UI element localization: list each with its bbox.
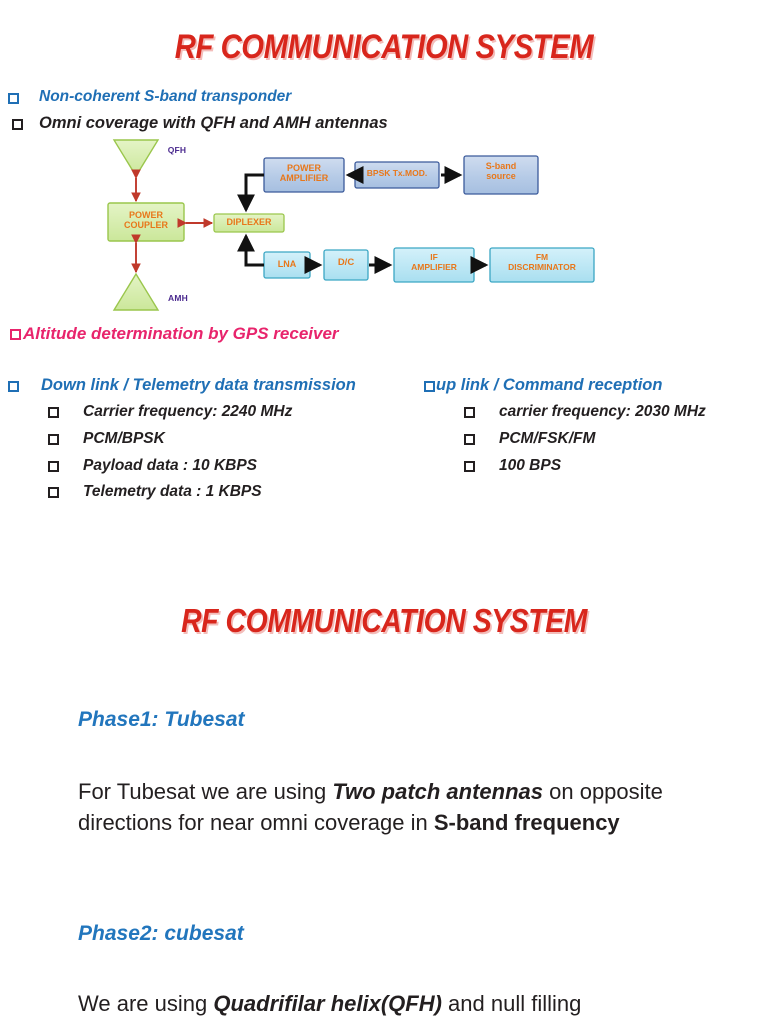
uplink-column: up link / Command reception carrier freq… (424, 376, 760, 483)
bullet-label: Non-coherent S-band transponder (39, 88, 292, 105)
bullet-square-icon (12, 119, 23, 130)
list-item: PCM/FSK/FM (464, 430, 760, 448)
list-item-label: carrier frequency: 2030 MHz (499, 402, 706, 420)
bullet-altitude-gps: Altitude determination by GPS receiver (10, 324, 339, 344)
list-item: 100 BPS (464, 457, 760, 475)
bullet-square-icon (8, 93, 19, 104)
slide1-title: RF COMMUNICATION SYSTEM (174, 28, 594, 66)
phase1-bold: S-band frequency (433, 810, 620, 836)
phase1-text-pre: For Tubesat we are using (78, 779, 333, 804)
list-item: Carrier frequency: 2240 MHz (48, 403, 418, 421)
bullet-label: Altitude determination by GPS receiver (23, 324, 339, 343)
bullet-square-icon (464, 406, 475, 418)
phase1-emphasis: Two patch antennas (332, 779, 544, 804)
phase2-emphasis: Quadrifilar helix(QFH) (213, 991, 442, 1016)
downlink-heading-label: Down link / Telemetry data transmission (41, 376, 356, 394)
bullet-square-icon (464, 433, 475, 445)
bullet-square-icon (48, 487, 59, 499)
bullet-square-icon (48, 406, 59, 418)
bullet-square-icon (48, 460, 59, 472)
phase1-heading: Phase1: Tubesat (78, 708, 245, 731)
bullet-square-icon (464, 460, 475, 472)
slide2-title: RF COMMUNICATION SYSTEM (181, 602, 587, 639)
list-item: Payload data : 10 KBPS (48, 457, 418, 475)
list-item: carrier frequency: 2030 MHz (464, 403, 760, 421)
list-item-label: PCM/BPSK (83, 429, 165, 447)
list-item-label: 100 BPS (499, 456, 562, 474)
downlink-spec-list: Carrier frequency: 2240 MHz PCM/BPSK Pay… (48, 403, 418, 501)
phase2-text-post: and null filling (441, 991, 582, 1016)
bullet-non-coherent-transponder: Non-coherent S-band transponder (8, 88, 291, 106)
phase1-body: For Tubesat we are using Two patch anten… (78, 776, 738, 838)
list-item-label: Payload data : 10 KBPS (83, 456, 258, 474)
downlink-heading: Down link / Telemetry data transmission (8, 376, 418, 395)
bullet-square-icon (48, 433, 59, 445)
bullet-omni-coverage: Omni coverage with QFH and AMH antennas (12, 114, 388, 133)
uplink-heading: up link / Command reception (424, 376, 760, 395)
rf-block-diagram: QFH AMH POWER COUPLER DIPLEXER POWER AMP… (96, 136, 626, 316)
list-item-label: Carrier frequency: 2240 MHz (83, 402, 293, 420)
list-item: PCM/BPSK (48, 430, 418, 448)
phase1-text-mid: on opposite directions for near omni cov… (78, 779, 663, 836)
bullet-label: Omni coverage with QFH and AMH antennas (39, 114, 388, 132)
phase2-body: We are using Quadrifilar helix(QFH) and … (78, 988, 738, 1019)
phase2-text-pre: We are using (78, 991, 214, 1016)
bullet-square-icon (8, 381, 19, 392)
phase2-heading: Phase2: cubesat (78, 922, 244, 945)
downlink-column: Down link / Telemetry data transmission … (8, 376, 418, 510)
list-item-label: PCM/FSK/FM (499, 429, 596, 447)
uplink-heading-label: up link / Command reception (436, 376, 663, 394)
bullet-square-icon (10, 329, 21, 340)
list-item: Telemetry data : 1 KBPS (48, 483, 418, 501)
bullet-square-icon (424, 381, 435, 392)
uplink-spec-list: carrier frequency: 2030 MHz PCM/FSK/FM 1… (464, 403, 760, 474)
list-item-label: Telemetry data : 1 KBPS (83, 483, 262, 501)
